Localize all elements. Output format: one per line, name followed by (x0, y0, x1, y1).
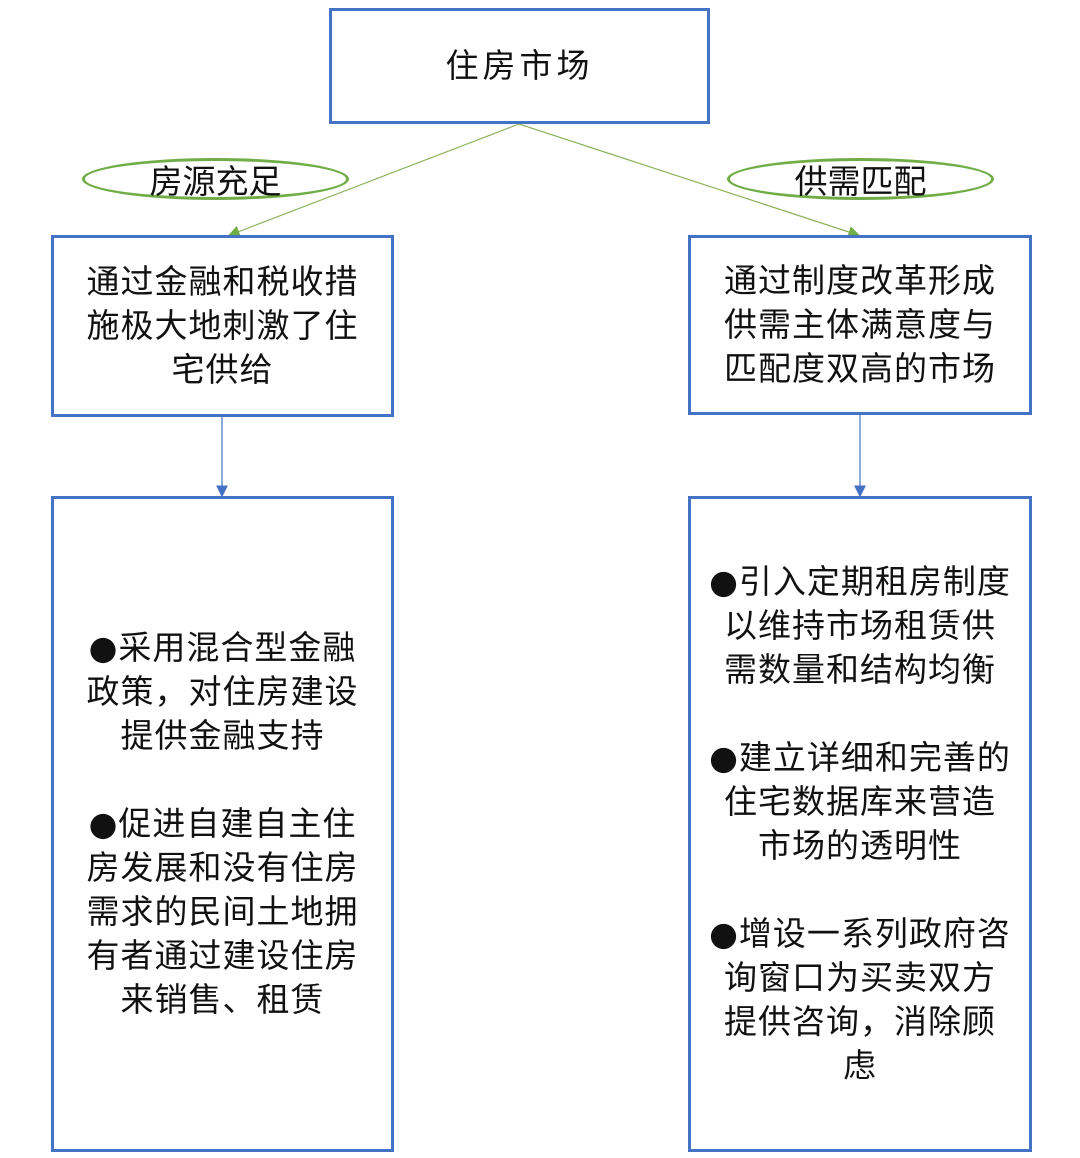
left-tag-label: 房源充足 (149, 162, 282, 201)
connector-root-left (227, 123, 520, 238)
left-point: ●采用混合型金融政策，对住房建设提供金融支持 (86, 628, 359, 755)
root-label: 住房市场 (445, 46, 594, 85)
right-point: ●引入定期租房制度以维持市场租赁供需数量和结构均衡 (709, 562, 1011, 689)
right-point: ●建立详细和完善的住宅数据库来营造市场的透明性 (709, 738, 1011, 865)
left-summary: 通过金融和税收措施极大地刺激了住宅供给 (86, 262, 359, 389)
right-point: ●增设一系列政府咨询窗口为买卖双方提供咨询，消除顾虑 (709, 914, 1011, 1085)
left-point: ●促进自建自主住房发展和没有住房需求的民间土地拥有者通过建设住房来销售、租赁 (86, 804, 359, 1019)
right-detail-node: ●引入定期租房制度以维持市场租赁供需数量和结构均衡 ●建立详细和完善的住宅数据库… (688, 496, 1032, 1152)
root-node: 住房市场 (329, 8, 710, 124)
right-tag-label: 供需匹配 (794, 162, 927, 201)
right-summary-node: 通过制度改革形成供需主体满意度与匹配度双高的市场 (688, 235, 1032, 415)
right-summary: 通过制度改革形成供需主体满意度与匹配度双高的市场 (724, 261, 996, 388)
right-tag: 供需匹配 (727, 158, 994, 201)
connector-root-right (518, 123, 861, 238)
left-tag: 房源充足 (82, 158, 349, 201)
left-summary-node: 通过金融和税收措施极大地刺激了住宅供给 (51, 235, 394, 417)
left-detail-node: ●采用混合型金融政策，对住房建设提供金融支持 ●促进自建自主住房发展和没有住房需… (51, 496, 394, 1152)
